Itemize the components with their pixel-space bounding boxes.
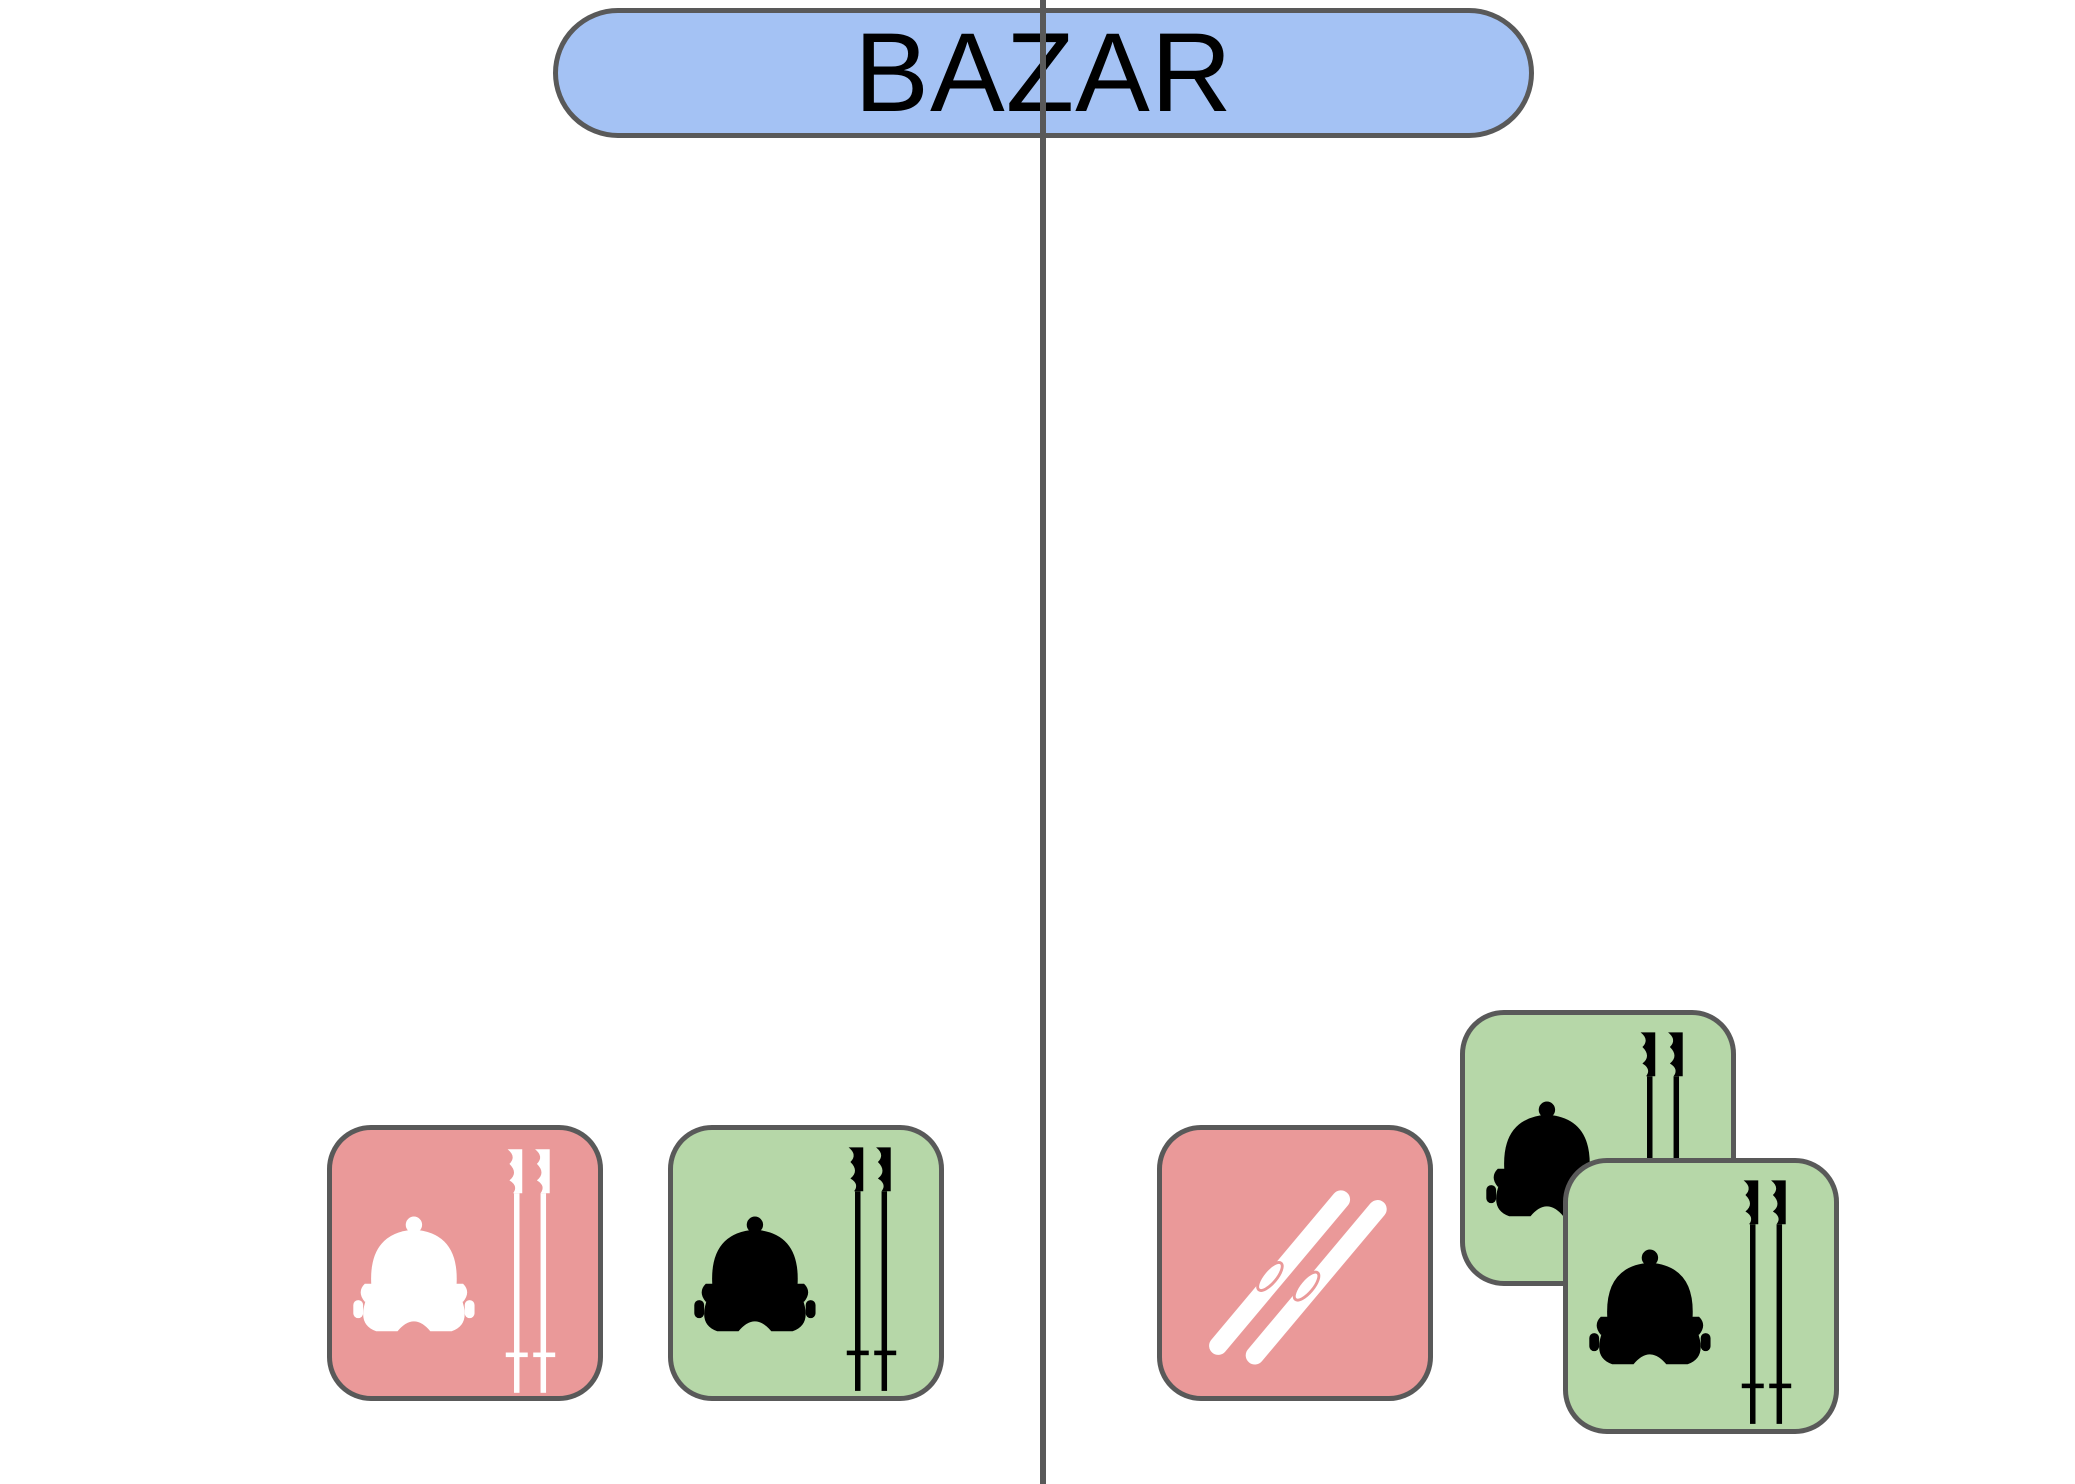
card-right-red-skis — [1157, 1125, 1433, 1401]
goggles-hat-poles-icon — [353, 1149, 556, 1393]
center-divider — [1040, 0, 1046, 1484]
card-right-green-goggles-poles-front — [1563, 1158, 1839, 1434]
goggles-hat-poles-icon — [694, 1147, 897, 1391]
skis-icon — [1206, 1187, 1390, 1368]
card-left-green-goggles-poles — [668, 1125, 944, 1401]
card-left-red-goggles-poles — [327, 1125, 603, 1401]
goggles-hat-poles-icon — [1589, 1180, 1792, 1424]
